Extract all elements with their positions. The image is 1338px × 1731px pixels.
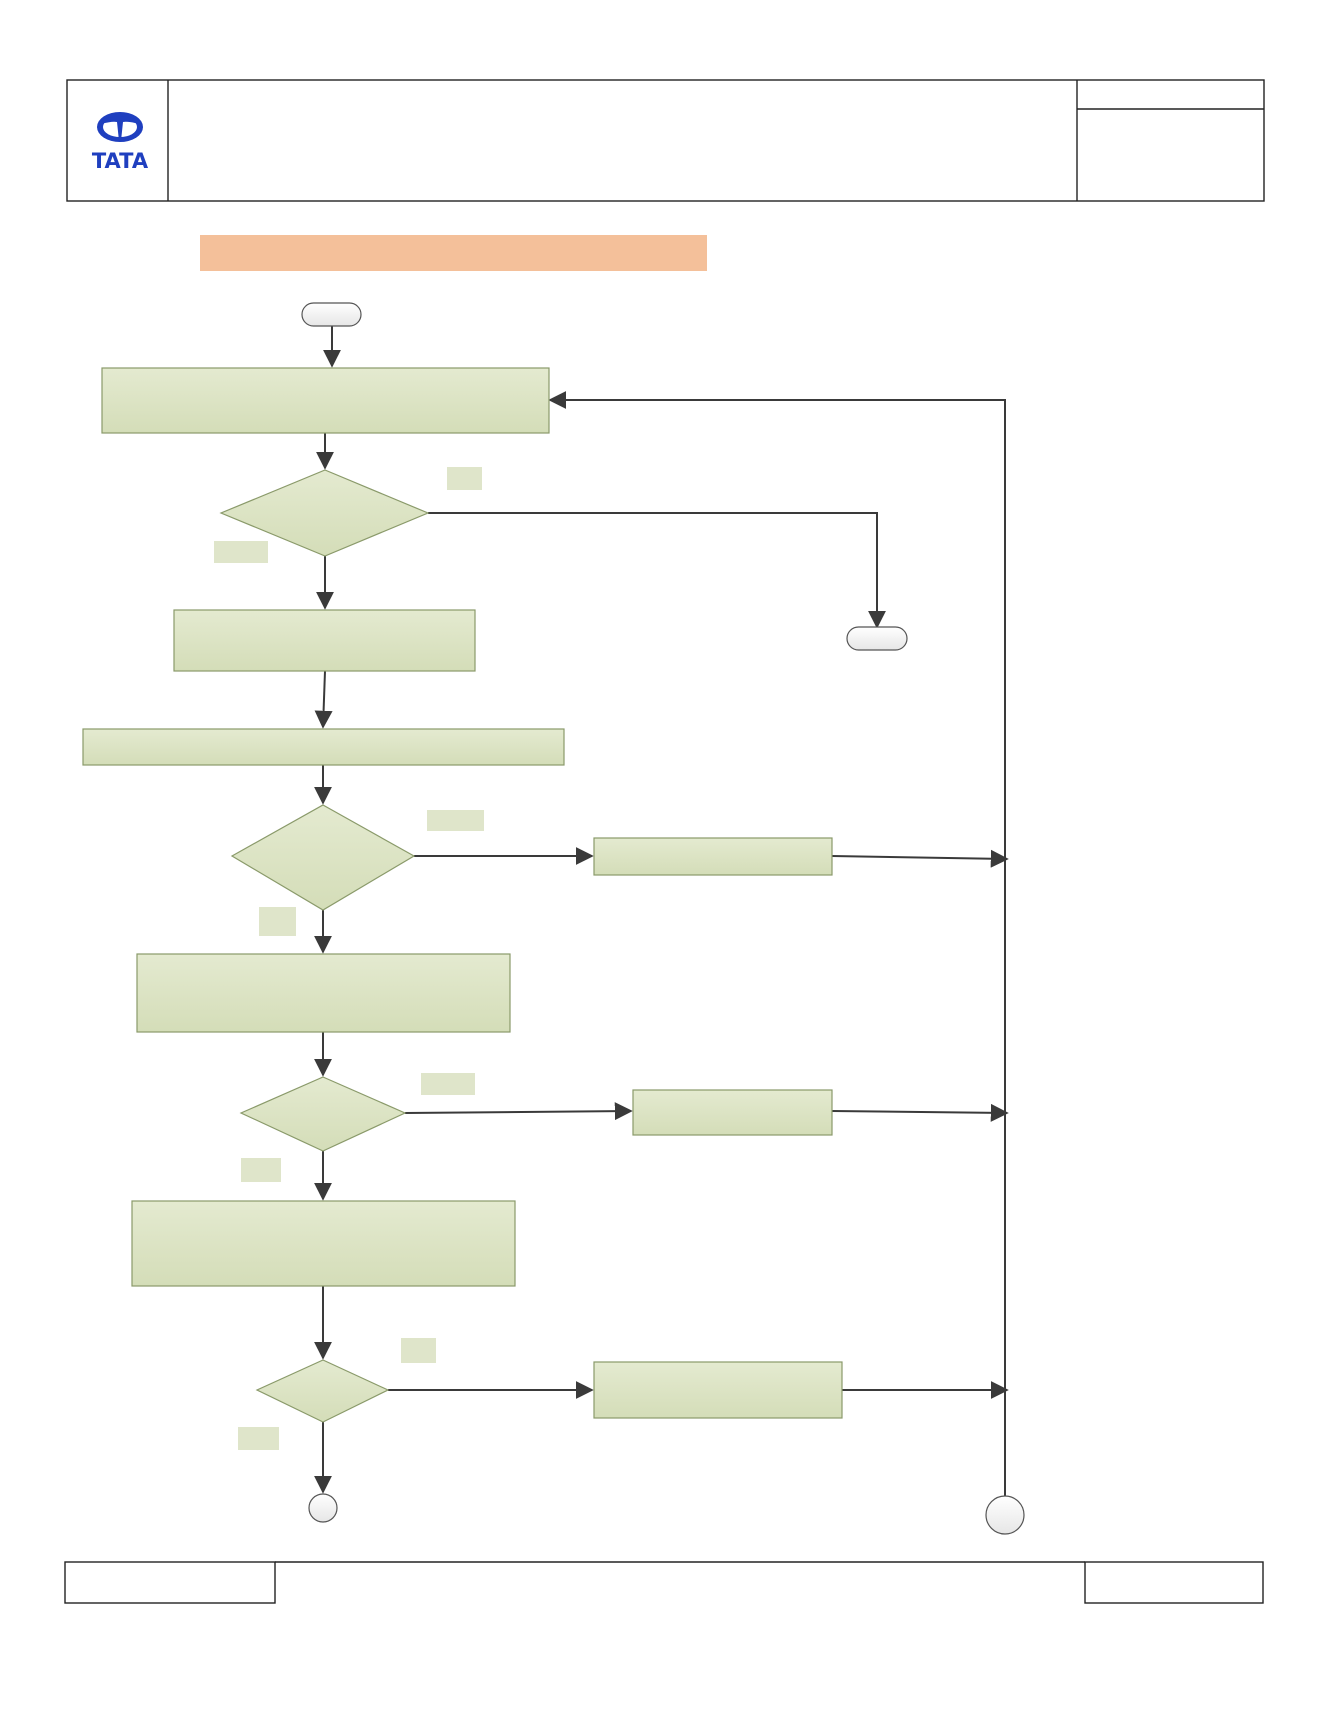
tata-emblem-icon [97, 112, 143, 142]
node-side2 [632, 1089, 833, 1136]
edge-label-dec3-right [421, 1073, 475, 1095]
node-side3 [593, 1361, 843, 1419]
node-step3 [82, 728, 565, 766]
edge-side1-return [831, 849, 1009, 868]
edge-label-dec4-down [238, 1427, 279, 1450]
edge-side2-return [831, 1103, 1009, 1122]
node-step5 [131, 1200, 516, 1287]
node-step1 [101, 367, 550, 434]
node-dec2 [230, 804, 416, 911]
edge-label-dec2-down [259, 907, 296, 936]
edge-return-loop [548, 391, 1006, 1497]
edge-dec3-side2 [404, 1102, 633, 1121]
edge-label-dec1-down [214, 541, 268, 563]
flow-nodes [82, 302, 1025, 1535]
node-step2 [173, 609, 476, 672]
edge-step2-step3 [314, 670, 333, 729]
tata-logo: TATA [92, 112, 149, 173]
edge-label-dec1-right [447, 467, 482, 490]
node-conn1 [308, 1493, 338, 1523]
edge-label-dec4-right [401, 1338, 436, 1363]
edge-labels [214, 467, 484, 1450]
node-dec3 [239, 1076, 407, 1152]
node-start [301, 302, 362, 327]
edge-dec1-end1 [428, 512, 886, 629]
node-conn2 [985, 1495, 1025, 1535]
node-dec1 [219, 469, 430, 557]
edge-label-dec3-down [241, 1158, 281, 1182]
node-step4 [136, 953, 511, 1033]
flow-edges [314, 326, 1009, 1497]
section-banner [200, 235, 707, 271]
header-table [66, 79, 1265, 202]
node-end1 [846, 626, 908, 651]
node-side1 [593, 837, 833, 876]
edge-label-dec2-right [427, 810, 484, 831]
footer-table [64, 1561, 1264, 1604]
node-dec4 [255, 1359, 390, 1423]
logo-wordmark: TATA [92, 149, 149, 173]
